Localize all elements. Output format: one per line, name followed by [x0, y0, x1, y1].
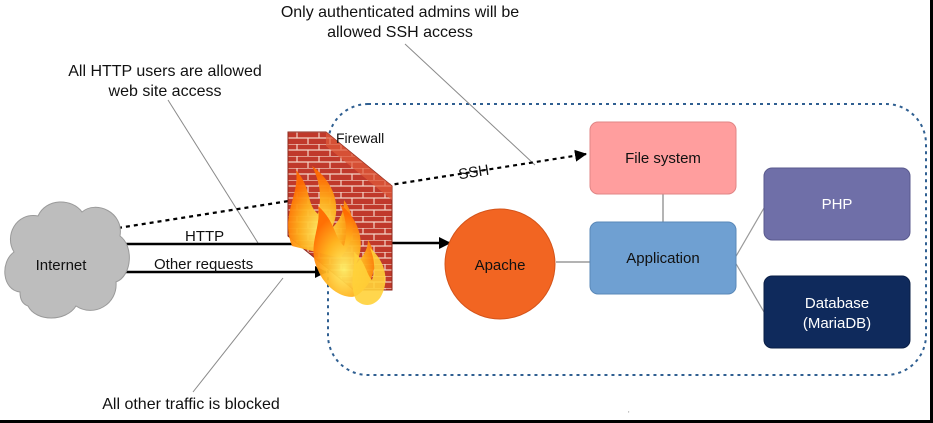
- ssh-note-line2: allowed SSH access: [327, 24, 473, 41]
- ssh-edge: [117, 149, 587, 230]
- frame-right-border: [930, 0, 933, 423]
- apache-node: [444, 208, 556, 320]
- database-label-line2: (MariaDB): [803, 315, 871, 332]
- php-label: PHP: [822, 196, 853, 213]
- protected-zone-boundary: [327, 103, 927, 376]
- application-node: [589, 221, 737, 295]
- ssh-note-line1: Only authenticated admins will be: [281, 4, 519, 21]
- application-php-link: [734, 207, 765, 259]
- ssh-edge-label: SSH: [457, 162, 490, 184]
- apache-label: Apache: [475, 257, 526, 274]
- application-label: Application: [626, 250, 699, 267]
- filesystem-label: File system: [625, 150, 701, 167]
- application-database-link: [734, 261, 765, 313]
- other-requests-label: Other requests: [154, 256, 253, 273]
- database-node: [763, 275, 911, 349]
- http-note-line2: web site access: [108, 83, 222, 100]
- blocked-note-pointer: [192, 277, 284, 393]
- ssh-note-pointer: [404, 43, 536, 166]
- stray-mark: ': [628, 410, 630, 419]
- frame-bottom-border: [0, 420, 933, 423]
- internet-cloud: [4, 201, 130, 319]
- internet-label: Internet: [36, 257, 88, 274]
- blocked-note: All other traffic is blocked: [102, 396, 280, 413]
- firewall-icon: [287, 131, 393, 305]
- firewall-label: Firewall: [336, 130, 384, 146]
- filesystem-node: [589, 121, 737, 195]
- http-edge-label: HTTP: [185, 228, 224, 245]
- php-node: [763, 167, 911, 241]
- database-label-line1: Database: [805, 295, 869, 312]
- http-note-line1: All HTTP users are allowed: [68, 63, 262, 80]
- http-note-pointer: [167, 99, 259, 244]
